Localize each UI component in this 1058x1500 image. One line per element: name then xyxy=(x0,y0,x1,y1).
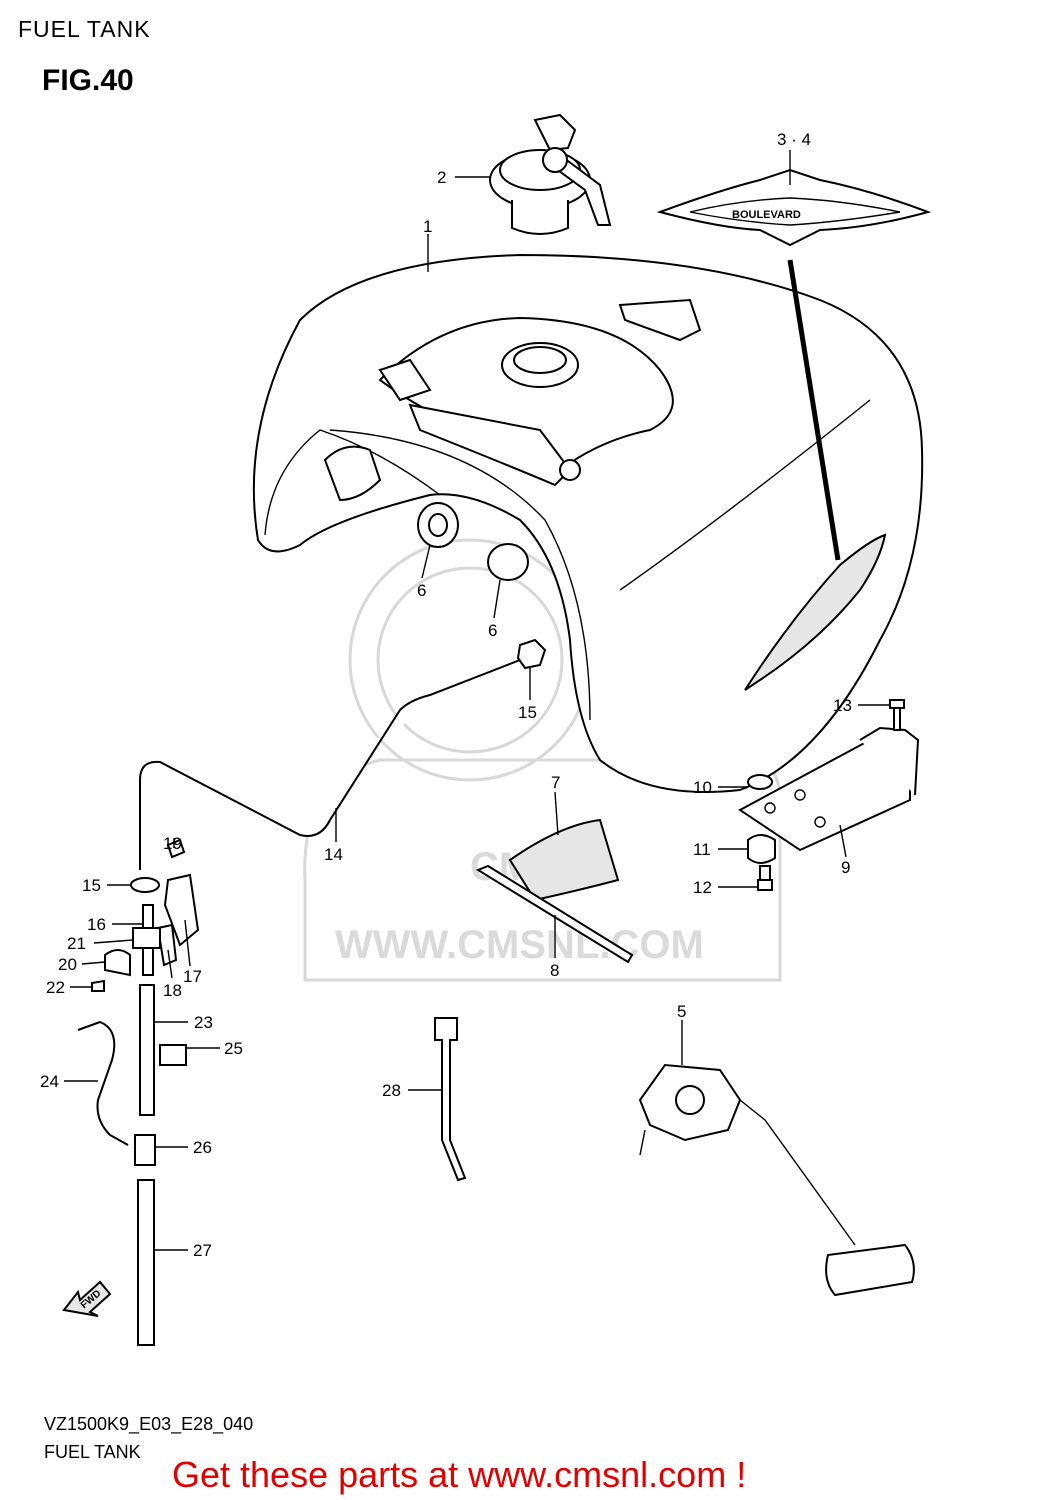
forward-arrow-icon: FWD xyxy=(62,1280,112,1317)
fuel-level-gauge xyxy=(638,1063,915,1297)
callout-25: 25 xyxy=(224,1039,243,1058)
hose-cap xyxy=(159,1044,187,1066)
callout-17: 17 xyxy=(183,967,202,986)
callout-8: 8 xyxy=(550,961,559,980)
callout-3-4: 3 · 4 xyxy=(777,130,811,149)
callout-16: 16 xyxy=(87,915,106,934)
watermark-url: WWW.CMSNL.COM xyxy=(335,923,704,967)
watermark-logo-inner xyxy=(376,566,564,754)
cushion-grommets xyxy=(417,502,529,581)
figure-label: FIG.40 xyxy=(42,64,134,97)
drain-hose xyxy=(139,984,155,1116)
callout-6a: 6 xyxy=(417,581,426,600)
callout-18: 18 xyxy=(163,981,182,1000)
callout-7: 7 xyxy=(551,773,560,792)
callout-13: 13 xyxy=(833,696,852,715)
callout-10: 10 xyxy=(693,778,712,797)
callout-19: 19 xyxy=(163,834,182,853)
callout-23: 23 xyxy=(194,1013,213,1032)
leader-lines xyxy=(64,150,890,1251)
callout-9: 9 xyxy=(841,858,850,877)
callout-21: 21 xyxy=(67,934,86,953)
fuel-tank xyxy=(252,253,924,793)
callout-14: 14 xyxy=(324,845,343,864)
fuel-cap xyxy=(489,113,612,235)
callout-1: 1 xyxy=(423,217,432,236)
hose-clamp-top xyxy=(516,638,547,670)
tank-bracket xyxy=(738,726,920,852)
callout-15-top: 15 xyxy=(518,703,537,722)
bolt-12 xyxy=(757,865,773,891)
section-title: FUEL TANK xyxy=(18,16,151,42)
tank-cushion xyxy=(508,818,620,902)
cushion-10 xyxy=(747,774,773,790)
callout-28: 28 xyxy=(382,1081,401,1100)
3-way-joint xyxy=(134,1134,156,1166)
callout-12: 12 xyxy=(693,878,712,897)
vent-fitting-assembly xyxy=(91,838,200,992)
get-parts-link[interactable]: Get these parts at www.cmsnl.com ! xyxy=(172,1454,747,1495)
breather-hose xyxy=(139,659,521,870)
callout-6b: 6 xyxy=(488,621,497,640)
callout-labels: 1 2 3 · 4 5 6 6 7 8 9 10 11 12 13 14 15 … xyxy=(40,130,852,1260)
callout-15-left: 15 xyxy=(82,876,101,895)
clamp-band xyxy=(434,1017,467,1182)
model-code: VZ1500K9_E03_E28_040 xyxy=(44,1414,254,1434)
cushion-11 xyxy=(747,834,776,864)
callout-27: 27 xyxy=(193,1241,212,1260)
long-drain-hose xyxy=(137,1179,155,1346)
callout-24: 24 xyxy=(40,1072,59,1091)
callout-26: 26 xyxy=(193,1138,212,1157)
tie-band xyxy=(475,864,634,964)
footer-section-title: FUEL TANK xyxy=(44,1442,141,1462)
callout-22: 22 xyxy=(46,978,65,997)
callout-11: 11 xyxy=(693,840,711,859)
emblem: BOULEVARD xyxy=(656,168,932,247)
callout-20: 20 xyxy=(58,955,77,974)
callout-5: 5 xyxy=(677,1002,686,1021)
callout-2: 2 xyxy=(437,168,446,187)
bolt-13 xyxy=(889,699,905,731)
emblem-text: BOULEVARD xyxy=(732,209,801,221)
